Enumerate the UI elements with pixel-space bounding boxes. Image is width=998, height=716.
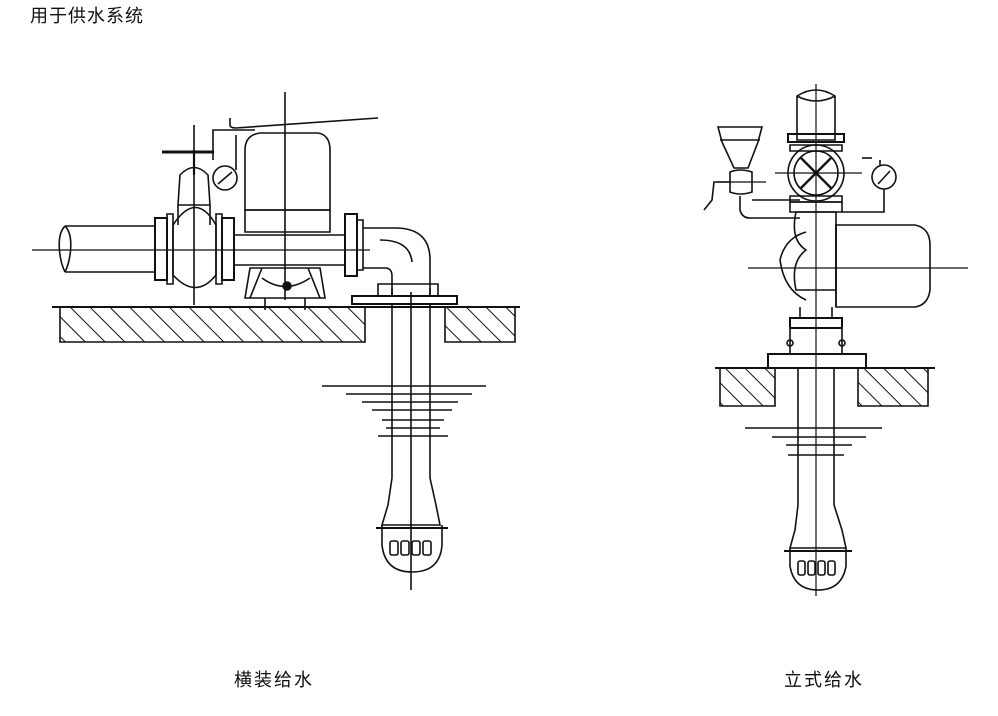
vertical-pressure-gauge [842,158,896,212]
foot-valve [376,478,448,572]
page-title: 用于供水系统 [30,6,144,27]
outlet-elbow [345,214,430,296]
vertical-base-plate [768,328,866,368]
floor-left [52,307,520,342]
floor-flange [352,284,457,304]
pressure-gauge [213,130,255,190]
top-outlet-pipe [788,90,844,142]
floor-right [715,368,935,406]
vertical-install-figure [704,84,968,596]
caption-vertical-install: 立式给水 [784,670,864,691]
check-valve [775,145,862,202]
water-level-lines [322,386,486,436]
caption-horizontal-install: 横装给水 [234,670,314,691]
vertical-pump-body [748,202,968,328]
gate-valve [162,125,216,305]
priming-funnel [704,127,800,218]
inlet-pipe [59,226,155,272]
horizontal-install-figure [32,92,520,590]
suction-pipe [392,292,430,590]
vertical-water-level-lines [745,428,882,455]
vertical-foot-valve [784,505,852,590]
pump-volute [234,235,345,310]
